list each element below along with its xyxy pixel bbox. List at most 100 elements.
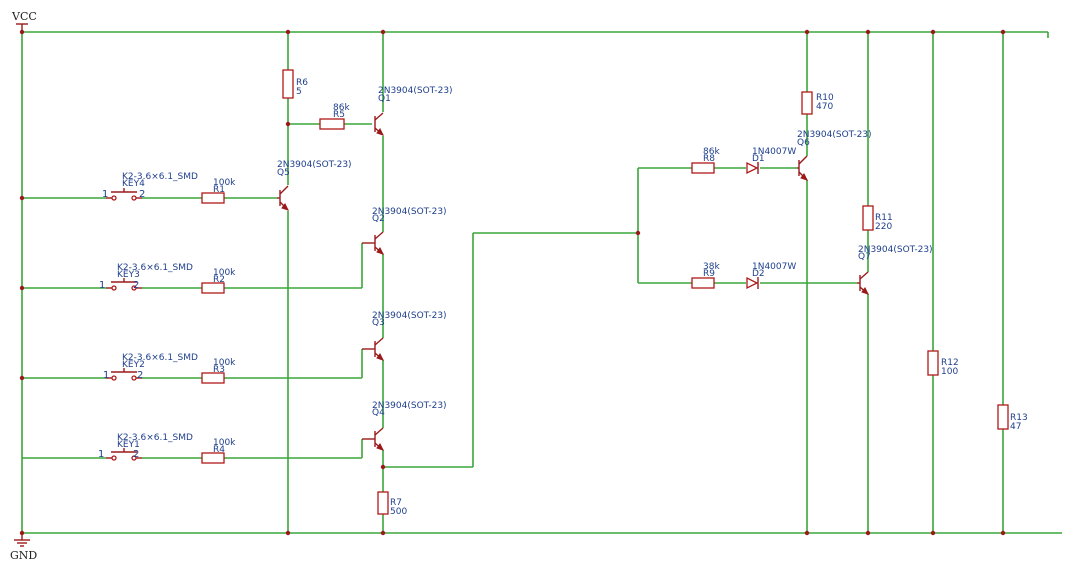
key-part: K2-3.6×6.1_SMD xyxy=(117,263,193,273)
diode-ref: D2 xyxy=(752,269,765,279)
key-ref: KEY1 xyxy=(117,440,140,450)
diode-d2: 1N4007W D2 xyxy=(746,262,796,290)
vcc-label: VCC xyxy=(11,10,37,23)
junction-dot xyxy=(285,29,291,35)
key-pin2: 2 xyxy=(139,189,145,200)
junction-dot xyxy=(1000,530,1006,536)
junction-dot xyxy=(865,530,871,536)
junction-dot xyxy=(19,29,25,35)
wires xyxy=(21,31,1062,534)
resistor-value: 100k xyxy=(213,178,236,188)
resistor-r5: 86k R5 xyxy=(319,103,350,130)
junction-dot xyxy=(804,29,810,35)
resistor-value: 47 xyxy=(1010,422,1021,432)
key-key1: K2-3.6×6.1_SMD KEY1 1 2 xyxy=(98,433,193,461)
key-pin1: 1 xyxy=(98,449,104,460)
resistor-value: 500 xyxy=(390,507,407,517)
resistor-ref: R11 xyxy=(875,213,893,223)
transistor-part: 2N3904(SOT-23) xyxy=(372,401,447,411)
transistor-part: 2N3904(SOT-23) xyxy=(378,86,453,96)
junction-dot xyxy=(19,375,25,381)
junction-dot xyxy=(865,29,871,35)
key-pin1: 1 xyxy=(103,370,109,381)
resistor-ref: R12 xyxy=(941,358,959,368)
transistor-q4: 2N3904(SOT-23) Q4 xyxy=(362,401,447,451)
resistor-r2: 100k R2 xyxy=(201,268,236,294)
junction-dot xyxy=(380,530,386,536)
junction-dot xyxy=(930,29,936,35)
key-pin2: 2 xyxy=(133,449,139,460)
key-key2: K2-3.6×6.1_SMD KEY2 1 2 xyxy=(103,353,198,381)
resistor-r9: 38k R9 xyxy=(691,262,720,289)
diode-d1: 1N4007W D1 xyxy=(746,147,796,175)
junction-dot xyxy=(930,530,936,536)
diode-part: 1N4007W xyxy=(752,147,796,157)
resistor-value: 470 xyxy=(816,102,833,112)
transistor-part: 2N3904(SOT-23) xyxy=(372,207,447,217)
key-pin2: 2 xyxy=(133,280,139,291)
resistor-value: 100k xyxy=(213,268,236,278)
gnd-symbol: GND xyxy=(10,533,37,562)
resistor-r8: 86k R8 xyxy=(691,147,720,174)
resistor-r1: 100k R1 xyxy=(201,178,236,204)
resistor-r4: 100k R4 xyxy=(201,438,236,464)
resistor-r10: R10 470 xyxy=(801,91,834,115)
resistor-r13: R13 47 xyxy=(997,404,1028,432)
resistor-r7: R7 500 xyxy=(377,491,407,517)
junction-dot xyxy=(1000,29,1006,35)
transistor-ref: Q3 xyxy=(372,318,385,328)
key-key4: K2-3.6×6.1_SMD KEY4 1 2 xyxy=(102,172,198,201)
key-pin1: 1 xyxy=(102,189,108,200)
junction-dot xyxy=(285,530,291,536)
resistor-ref: R6 xyxy=(296,78,308,88)
junction-dot xyxy=(804,530,810,536)
junction-dot xyxy=(380,29,386,35)
resistor-value: 100k xyxy=(213,438,236,448)
key-pin1: 1 xyxy=(99,280,105,291)
resistor-value: 5 xyxy=(296,87,302,97)
resistor-value: 100k xyxy=(213,358,236,368)
resistor-value: 100 xyxy=(941,367,958,377)
transistor-ref: Q4 xyxy=(372,408,385,418)
resistor-value: 220 xyxy=(875,222,892,232)
junction-dot xyxy=(19,530,25,536)
junction-dot xyxy=(19,195,25,201)
transistor-ref: Q6 xyxy=(797,138,810,148)
resistor-r6: R6 5 xyxy=(282,69,308,99)
key-ref: KEY2 xyxy=(122,360,145,370)
vcc-symbol: VCC xyxy=(11,10,37,32)
transistor-part: 2N3904(SOT-23) xyxy=(372,311,447,321)
resistor-value: 86k xyxy=(333,103,350,113)
transistor-ref: Q5 xyxy=(277,168,290,178)
resistor-value: 38k xyxy=(703,262,720,272)
junctions xyxy=(19,29,1006,536)
transistor-q2: 2N3904(SOT-23) Q2 xyxy=(362,207,447,255)
resistor-r11: R11 220 xyxy=(862,205,893,232)
resistor-ref: R9 xyxy=(703,269,715,279)
resistor-ref: R8 xyxy=(703,154,715,164)
key-pin2: 2 xyxy=(137,370,143,381)
key-ref: KEY4 xyxy=(122,179,145,189)
transistor-part: 2N3904(SOT-23) xyxy=(858,245,933,255)
resistor-r3: 100k R3 xyxy=(201,358,236,384)
resistor-value: 86k xyxy=(703,147,720,157)
junction-dot xyxy=(285,121,291,127)
resistor-ref: R5 xyxy=(333,110,345,120)
junction-dot xyxy=(380,464,386,470)
transistor-q1: 2N3904(SOT-23) Q1 xyxy=(374,86,453,136)
key-ref: KEY3 xyxy=(117,270,140,280)
transistor-ref: Q2 xyxy=(372,214,385,224)
junction-dot xyxy=(635,230,641,236)
diode-ref: D1 xyxy=(752,154,765,164)
transistor-q5: 2N3904(SOT-23) Q5 xyxy=(277,160,352,211)
transistor-part: 2N3904(SOT-23) xyxy=(277,160,352,170)
transistor-part: 2N3904(SOT-23) xyxy=(797,130,872,140)
transistor-ref: Q1 xyxy=(378,94,391,104)
gnd-label: GND xyxy=(10,549,37,562)
key-key3: K2-3.6×6.1_SMD KEY3 1 2 xyxy=(99,263,193,291)
resistor-ref: R7 xyxy=(390,498,402,508)
resistor-ref: R3 xyxy=(213,365,225,375)
resistor-ref: R2 xyxy=(213,275,225,285)
resistor-ref: R13 xyxy=(1010,413,1028,423)
resistor-ref: R10 xyxy=(816,93,834,103)
